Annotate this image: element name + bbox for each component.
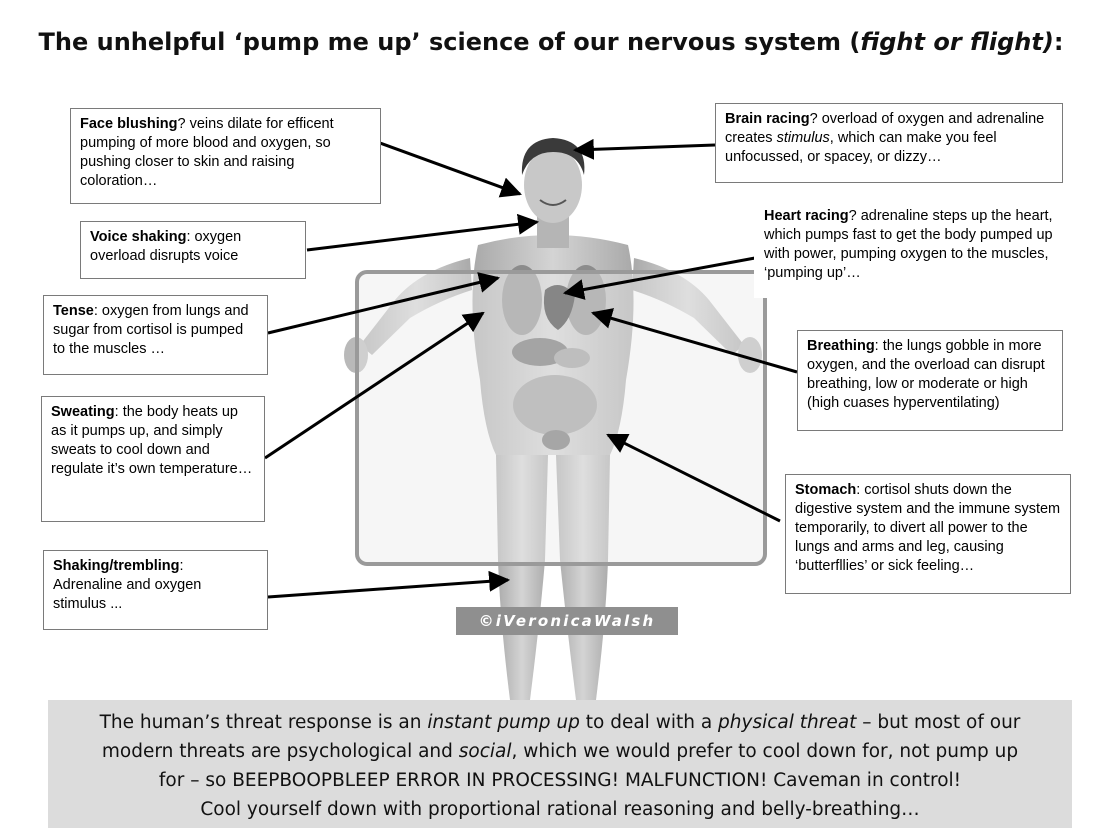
summary-line-2: modern threats are psychological and soc… xyxy=(48,737,1072,766)
callout-shaking-head: Shaking/trembling xyxy=(53,558,180,574)
summary-l2-b: , which we would prefer to cool down for… xyxy=(512,741,1019,762)
callout-sweating-head: Sweating xyxy=(51,404,115,420)
summary-l1-em2: physical threat xyxy=(718,712,856,733)
callout-tense: Tense: oxygen from lungs and sugar from … xyxy=(43,295,268,375)
watermark: ©iVeronicaWalsh xyxy=(456,607,678,635)
callout-voice-shaking: Voice shaking: oxygen overload disrupts … xyxy=(80,221,306,279)
summary-l2-em: social xyxy=(459,741,512,762)
callout-brain-text-em: stimulus xyxy=(777,130,830,146)
callout-tense-head: Tense xyxy=(53,303,94,319)
summary-l1-a: The human’s threat response is an xyxy=(100,712,428,733)
callout-brain-racing: Brain racing? overload of oxygen and adr… xyxy=(715,103,1063,183)
xray-panel xyxy=(357,272,765,564)
summary-line-3: for – so BEEPBOOPBLEEP ERROR IN PROCESSI… xyxy=(48,766,1072,795)
summary-l2-a: modern threats are psychological and xyxy=(102,741,459,762)
callout-sweating: Sweating: the body heats up as it pumps … xyxy=(41,396,265,522)
summary-line-1: The human’s threat response is an instan… xyxy=(48,708,1072,737)
callout-heart-racing: Heart racing? adrenaline steps up the he… xyxy=(754,200,1063,298)
callout-breathing: Breathing: the lungs gobble in more oxyg… xyxy=(797,330,1063,431)
callout-breathing-head: Breathing xyxy=(807,338,875,354)
callout-face-head: Face blushing xyxy=(80,116,178,132)
summary-line-4: Cool yourself down with proportional rat… xyxy=(48,795,1072,824)
summary-l1-c: – but most of our xyxy=(856,712,1020,733)
summary-l1-b: to deal with a xyxy=(580,712,718,733)
summary-panel: The human’s threat response is an instan… xyxy=(48,700,1072,828)
callout-heart-head: Heart racing xyxy=(764,208,849,224)
callout-stomach: Stomach: cortisol shuts down the digesti… xyxy=(785,474,1071,594)
callout-stomach-head: Stomach xyxy=(795,482,856,498)
callout-shaking-trembling: Shaking/trembling: Adrenaline and oxygen… xyxy=(43,550,268,630)
summary-l1-em1: instant pump up xyxy=(427,712,580,733)
callout-face-blushing: Face blushing? veins dilate for efficent… xyxy=(70,108,381,204)
callout-voice-head: Voice shaking xyxy=(90,229,186,245)
callout-brain-head: Brain racing xyxy=(725,111,810,127)
